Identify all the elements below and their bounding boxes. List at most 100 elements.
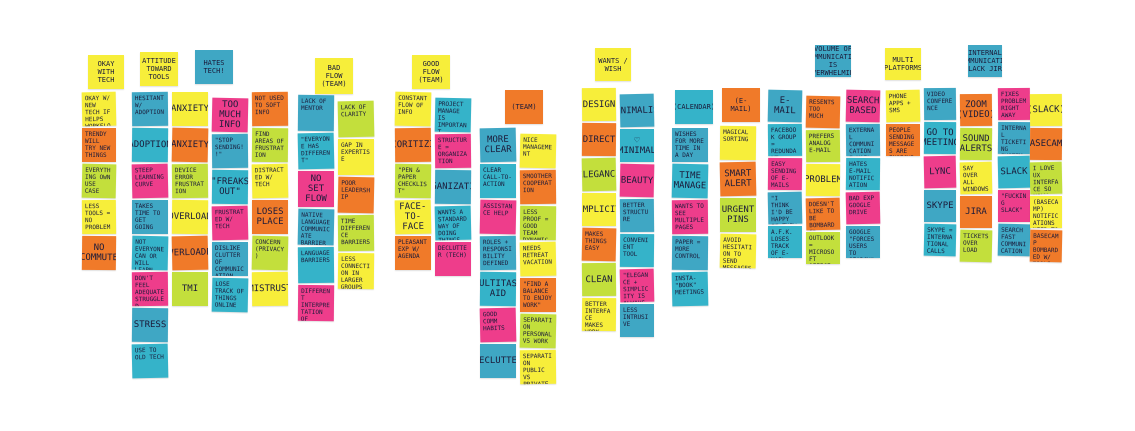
- sticky-note: PROBLEM: [805, 163, 841, 197]
- sticky-note: (DESIGN): [581, 87, 617, 122]
- sticky-note: DOESN'T LIKE TO BE BOMBARDED: [805, 197, 841, 231]
- sticky-note: NOT EVERYONE CAN OR WILL LEARN: [131, 235, 169, 271]
- sticky-note: SEPARATION PERSONAL VS WORK: [519, 313, 557, 349]
- sticky-note: WANTS TO SEE MULTIPLE PAGES: [671, 199, 709, 235]
- sticky-note: STEEP LEARNING CURVE: [131, 163, 169, 199]
- sticky-note: ANXIETY: [172, 92, 208, 126]
- sticky-note: NO SET FLOW: [298, 171, 334, 207]
- sticky-note: AVOID HESITATION TO SEND MESSAGES: [719, 233, 757, 269]
- sticky-note: FRUSTRATED W/ TECH: [211, 205, 249, 241]
- group-header: (CALENDAR): [675, 90, 713, 124]
- sticky-note: CONVENIENT TOOL: [619, 233, 655, 268]
- sticky-note: "EVERYONE HAS DIFFERENT": [297, 132, 335, 170]
- group-header: ATTITUDE TOWARD TOOLS: [140, 52, 178, 86]
- sticky-note: SEARCH BASED: [845, 89, 881, 123]
- sticky-note: BASECAMP: [1029, 127, 1063, 161]
- sticky-note: DISTRACTED W/ TECH: [251, 163, 289, 199]
- sticky-note: MINIMALISM: [619, 93, 655, 128]
- sticky-note: LACK OF CLARITY: [337, 100, 375, 138]
- sticky-note: RESENTS TOO MUCH: [805, 95, 841, 129]
- sticky-note: INTERNAL TICKETING SYSTEM: [997, 121, 1031, 155]
- sticky-note: LESS TOOLS = NO PROBLEM: [81, 199, 117, 235]
- sticky-note: DIFFERENT INTERPRETATION OF CLIENTS: [297, 284, 335, 322]
- sticky-note: TICKETS OVER LOAD: [959, 229, 993, 263]
- sticky-note: HATES E-MAIL NOTIFICATION: [845, 157, 881, 191]
- sticky-note: "FREAKS OUT": [211, 169, 249, 205]
- sticky-note: ASSISTANCE HELP: [479, 199, 517, 235]
- sticky-note: PLEASANT EXP W/ AGENDA: [395, 236, 431, 270]
- sticky-note: "FIND A BALANCE TO ENJOY WORK": [520, 278, 556, 312]
- sticky-note: FACEBOOK GROUP = REDUNDANT: [767, 123, 803, 157]
- sticky-note: MAKES THINGS EASY: [581, 227, 617, 262]
- sticky-note: URGENT PINS: [720, 198, 756, 232]
- sticky-note: ADOPTION: [131, 127, 169, 163]
- group-header: INTERNAL COMMUNICATION SLACK JIRA: [968, 45, 1002, 77]
- sticky-note: PRIORITIZING: [394, 127, 432, 163]
- sticky-note: LANGUAGE BARRIERS: [297, 246, 335, 284]
- sticky-note: SLACK: [997, 155, 1031, 189]
- sticky-note: PREFERS ANALOG E-MAIL: [805, 129, 841, 163]
- sticky-note: GAP IN EXPERTISE: [338, 139, 374, 175]
- sticky-note: VIDEO CONFERENCE: [923, 87, 957, 121]
- sticky-note: FIND AREAS OF FRUSTRATION: [251, 127, 289, 163]
- sticky-note: MISTRUST: [251, 271, 289, 307]
- sticky-note: ELEGANCE: [581, 157, 617, 192]
- sticky-note: LOSE TRACK OF THINGS ONLINE: [211, 277, 249, 313]
- sticky-note: PHONE APPS + SMS: [885, 89, 921, 123]
- sticky-note: SMART ALERT: [719, 161, 757, 197]
- sticky-note: DISLIKE CLUTTER OF COMMUNICATION: [212, 242, 248, 276]
- sticky-note: OVERLOADED: [171, 235, 209, 271]
- group-header: OKAY WITH TECH: [88, 55, 124, 89]
- sticky-note: PAPER = MORE CONTROL: [671, 235, 709, 271]
- sticky-note: STRUCTURE = ORGANIZATION: [434, 133, 472, 169]
- sticky-note: TMI: [172, 272, 208, 306]
- sticky-note: MORE CLEAR: [479, 127, 517, 163]
- sticky-note: PROJECT MANAGE IS IMPORTANT: [434, 97, 472, 133]
- sticky-note: BAD EXP GOOGLE DRIVE: [845, 191, 881, 225]
- sticky-note: SOUND ALERTS: [959, 127, 993, 161]
- sticky-note: WISHES FOR MORE TIME IN A DAY: [672, 128, 708, 162]
- sticky-note: BEAUTY: [619, 163, 655, 198]
- sticky-note: (BASECAMP) NOTIFICATIONS NEED TO BE BETT…: [1030, 196, 1062, 228]
- sticky-note: EXTERNAL COMMUNICATION E-MAIL: [845, 123, 881, 157]
- sticky-note: TAKES TIME TO GET GOING: [132, 200, 168, 234]
- sticky-note: LESS PROOF = GOOD TEAM DYNAMIC: [519, 205, 557, 241]
- sticky-note: (SLACK): [1029, 93, 1063, 127]
- sticky-note: MAGICAL SORTING: [719, 125, 757, 161]
- sticky-note: JIRA: [960, 196, 992, 228]
- sticky-note: TRENDY WILL TRY NEW THINGS: [82, 128, 116, 162]
- group-header: (TEAM): [505, 90, 543, 124]
- sticky-note: "I THINK I'D BE HAPPY IF THEY BACKED E-M…: [767, 191, 803, 225]
- sticky-note: STRESS: [131, 307, 169, 343]
- sticky-note: SKYPE = INTERNATIONAL CALLS: [923, 223, 957, 257]
- sticky-note: FIXES PROBLEM RIGHT AWAY: [997, 87, 1031, 121]
- sticky-note: LOSES PLACE: [252, 200, 288, 234]
- sticky-note: SIMPLICITY: [582, 193, 616, 226]
- sticky-note: ZOOM (VIDEO): [959, 93, 993, 127]
- sticky-note: USE TO OLD TECH: [131, 343, 169, 379]
- sticky-note: SEARCH FAST COMMUNICATION: [997, 223, 1031, 257]
- sticky-note: CONSTANT FLOW OF INFO: [394, 91, 432, 127]
- sticky-note: SKYPE: [924, 190, 956, 222]
- sticky-note: OKAY W/ NEW TECH IF HELPS WORKFLOW: [81, 91, 117, 127]
- sticky-note: NICE MANAGEMENT: [519, 133, 557, 169]
- sticky-note: "PEN & PAPER CHECKLIST": [394, 163, 432, 199]
- sticky-note: E-MAIL: [767, 89, 803, 123]
- sticky-note: MULTITASK AID: [479, 271, 517, 307]
- group-header: HATES TECH!: [195, 50, 233, 84]
- sticky-note: OUTLOOK = MICROSOFT OFFICE: [806, 232, 840, 264]
- sticky-note: SMOOTHER COOPERATION: [519, 169, 557, 205]
- sticky-note: INSTA-"BOOK" MEETINGS: [671, 271, 709, 307]
- sticky-note: GOOGLE "FORCES USERS TO SEARCH": [846, 226, 880, 258]
- sticky-note: "ELEGANCE + SIMPLICITY IS ALWAYS GOOD DE…: [619, 268, 655, 303]
- sticky-note: DECLUTTER (TECH): [435, 242, 471, 276]
- sticky-note: "FUCKING SLACK": [998, 190, 1030, 222]
- sticky-note: TIME DIFFERENCE BARRIERS: [337, 214, 375, 252]
- sticky-note: BASECAMP BOMBARDED W/ TOOLS: [1029, 229, 1063, 263]
- sticky-note: GO TO MEETING: [923, 121, 957, 155]
- sticky-note: DON'T FEEL ADEQUATE STRUGGLED: [131, 271, 169, 307]
- sticky-note: EASY SENDING OF E-MAILS: [767, 157, 803, 191]
- sticky-note: FACE-TO-FACE: [394, 199, 432, 235]
- group-header: MULTI PLATFORMS: [885, 48, 921, 80]
